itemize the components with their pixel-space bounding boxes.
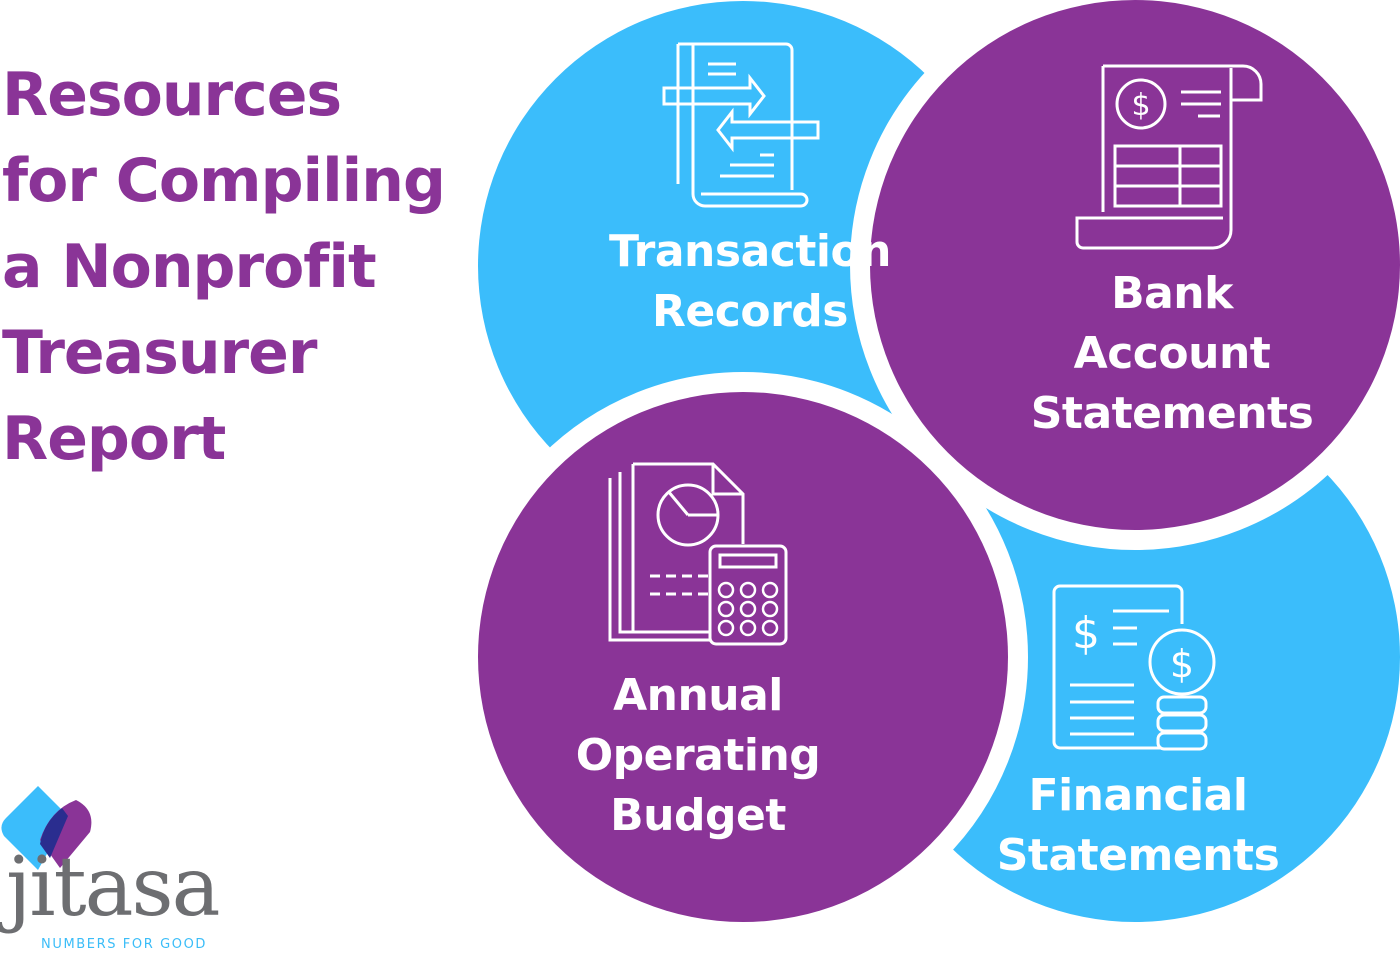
label-line: Transaction	[608, 226, 892, 277]
label-financial-statements: Financial Statements	[958, 766, 1318, 886]
title-line: for Compiling	[2, 146, 446, 216]
logo-wordmark: jitasa	[6, 840, 220, 935]
bank-statement-scroll-icon: $	[1075, 64, 1263, 250]
financial-statement-coins-icon: $ $	[1052, 584, 1216, 751]
label-line: Statements	[1030, 388, 1314, 439]
label-line: Budget	[610, 790, 786, 841]
svg-text:$: $	[1072, 608, 1100, 659]
label-line: Records	[652, 286, 848, 337]
label-line: Annual	[613, 670, 783, 721]
label-transaction-records: Transaction Records	[570, 222, 930, 342]
circle-financial-statements	[870, 392, 1400, 922]
svg-text:$: $	[1131, 88, 1150, 123]
title-line: Resources	[2, 60, 342, 130]
label-annual-operating-budget: Annual Operating Budget	[518, 666, 878, 846]
label-bank-account-statements: Bank Account Statements	[992, 264, 1352, 444]
title-line: Treasurer	[2, 318, 317, 388]
page-title: Resources for Compiling a Nonprofit Trea…	[2, 52, 446, 482]
circle-fill	[870, 0, 1400, 530]
transaction-document-arrows-icon	[662, 42, 820, 208]
label-line: Financial	[1028, 770, 1248, 821]
title-line: Report	[2, 404, 226, 474]
svg-text:$: $	[1170, 642, 1194, 686]
budget-calculator-chart-icon	[608, 462, 788, 646]
circle-transaction-records	[478, 1, 1008, 531]
label-line: Bank	[1111, 268, 1233, 319]
title-line: a Nonprofit	[2, 232, 377, 302]
jitasa-logo-mark	[1, 786, 92, 870]
logo-tagline: NUMBERS FOR GOOD	[41, 937, 208, 952]
label-line: Operating	[575, 730, 821, 781]
label-line: Statements	[996, 830, 1280, 881]
label-line: Account	[1073, 328, 1271, 379]
